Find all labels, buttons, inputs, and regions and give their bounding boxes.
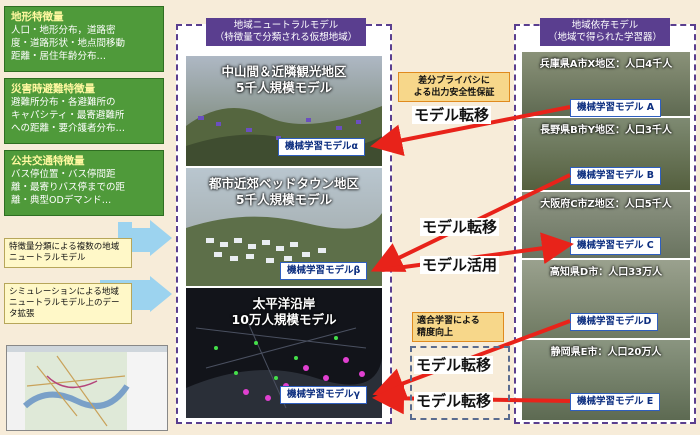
feature-title: 災害時避難特徴量 <box>11 83 95 95</box>
dashed-box <box>410 346 510 420</box>
local-model-panel-title: 地域依存モデル （地域で得られた学習器） <box>540 18 670 46</box>
region-title: 静岡県E市：人口20万人 <box>550 347 662 358</box>
simulation-map-thumbnail <box>6 345 168 431</box>
adaptive-learning-note: 適合学習による 精度向上 <box>412 312 504 342</box>
feature-body: バス停位置・バス停間距 離・最寄りバス停までの距 離・典型ODデマンド… <box>11 169 126 206</box>
tile-title: 都市近郊ベッドタウン地区 5千人規模モデル <box>208 176 359 207</box>
note-text: シミュレーションによる地域ニュートラルモデル上のデータ拡張 <box>9 287 120 319</box>
neutral-model-panel-title: 地域ニュートラルモデル （特徴量で分類される仮想地域） <box>206 18 366 46</box>
model-tag-d[interactable]: 機械学習モデルD <box>570 313 659 331</box>
model-tag-alpha[interactable]: 機械学習モデルα <box>278 138 366 156</box>
feature-box-evacuation: 災害時避難特徴量 避難所分布・各避難所の キャパシティ・最寄避難所 への距離・要… <box>4 78 164 144</box>
transfer-label-1: モデル転移 <box>412 106 492 124</box>
privacy-note: 差分プライバシに よる出力安全性保証 <box>398 72 510 102</box>
flow-arrow-body <box>132 228 150 252</box>
feature-box-terrain: 地形特徴量 人口・地形分布，道路密 度・道路形状・地点間移動 距離・居住年齢分布… <box>4 6 164 72</box>
model-tag-beta[interactable]: 機械学習モデルβ <box>280 262 368 280</box>
use-label: モデル活用 <box>420 256 500 274</box>
note-feature-classification: 特徴量分類による複数の地域ニュートラルモデル <box>4 238 132 268</box>
map-image <box>7 346 167 430</box>
feature-body: 人口・地形分布，道路密 度・道路形状・地点間移動 距離・居住年齢分布… <box>11 25 126 62</box>
feature-body: 避難所分布・各避難所の キャパシティ・最寄避難所 への距離・要介護者分布… <box>11 97 126 134</box>
note-text: 特徴量分類による複数の地域ニュートラルモデル <box>9 242 120 263</box>
feature-title: 地形特徴量 <box>11 11 64 23</box>
transfer-label-2: モデル転移 <box>420 218 500 236</box>
feature-box-transit: 公共交通特徴量 バス停位置・バス停間距 離・最寄りバス停までの距 離・典型ODデ… <box>4 150 164 216</box>
model-tag-gamma[interactable]: 機械学習モデルγ <box>280 386 367 404</box>
region-title: 大阪府C市Z地区：人口5千人 <box>540 199 672 210</box>
region-title: 兵庫県A市X地区：人口4千人 <box>539 59 673 70</box>
region-title: 長野県B市Y地区：人口3千人 <box>540 125 672 136</box>
neutral-model-tile-beta: 都市近郊ベッドタウン地区 5千人規模モデル <box>186 168 382 286</box>
model-tag-b[interactable]: 機械学習モデル B <box>570 167 662 185</box>
note-simulation: シミュレーションによる地域ニュートラルモデル上のデータ拡張 <box>4 283 132 324</box>
flow-arrow-head <box>150 220 172 256</box>
transfer-label-3: モデル転移 <box>414 356 494 374</box>
transfer-label-4: モデル転移 <box>414 392 494 410</box>
tile-title: 中山間＆近隣観光地区 5千人規模モデル <box>221 64 347 95</box>
region-title: 高知県D市：人口33万人 <box>549 267 663 278</box>
model-tag-a[interactable]: 機械学習モデル A <box>570 99 662 117</box>
tile-title: 太平洋沿岸 10万人規模モデル <box>231 296 337 327</box>
model-tag-e[interactable]: 機械学習モデル E <box>570 393 661 411</box>
flow-arrow-head <box>150 276 172 312</box>
model-tag-c[interactable]: 機械学習モデル C <box>570 237 661 255</box>
feature-title: 公共交通特徴量 <box>11 155 85 167</box>
